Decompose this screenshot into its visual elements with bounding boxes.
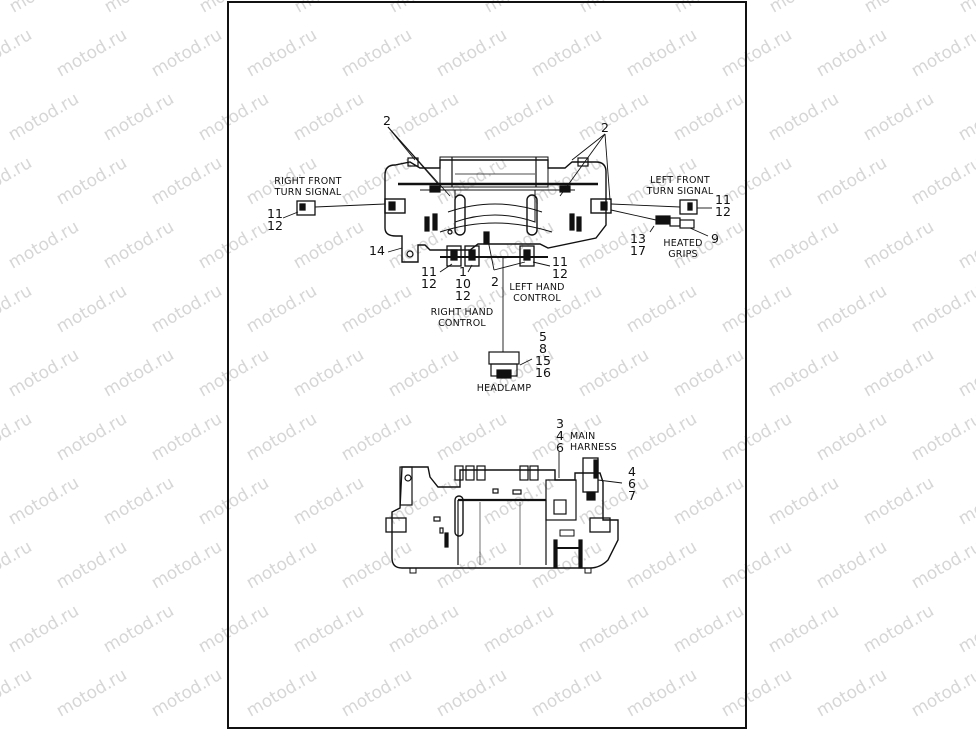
right-hand-control-center-callouts: 1 10 12 [455, 264, 471, 303]
heated-grips-caption: HEATED GRIPS [663, 238, 703, 260]
lower-leader-lines [558, 452, 623, 484]
lower-harness-assembly [385, 457, 619, 574]
callout-2-center: 2 [491, 274, 499, 289]
callout-2-top-right: 2 [601, 120, 609, 135]
right-turn-signal-art [296, 200, 316, 216]
heated-grips-callouts: 13 17 [630, 231, 646, 258]
left-hand-control-caption: LEFT HAND CONTROL [509, 282, 565, 304]
heated-grips-art [655, 215, 695, 229]
headlamp-art [488, 351, 520, 379]
right-front-turn-signal-caption: RIGHT FRONT TURN SIGNAL [274, 176, 342, 198]
headlamp-callouts: 5 8 15 16 [535, 329, 551, 380]
diagram-frame [227, 1, 747, 729]
right-hand-control-caption: RIGHT HAND CONTROL [430, 307, 494, 329]
callout-2-top-left: 2 [383, 113, 391, 128]
left-front-turn-signal-caption: LEFT FRONT TURN SIGNAL [646, 175, 714, 197]
right-hand-control-left-callouts: 11 12 [421, 264, 437, 291]
left-turn-signal-art [679, 199, 698, 215]
right-connector-callouts: 4 6 7 [628, 464, 636, 503]
upper-leader-lines [282, 126, 712, 366]
upper-fairing-assembly [384, 156, 612, 267]
main-harness-caption: MAIN HARNESS [570, 431, 617, 453]
main-harness-callouts: 3 4 6 [556, 416, 564, 455]
left-hand-control-callouts: 11 12 [552, 254, 568, 281]
headlamp-caption: HEADLAMP [476, 383, 532, 394]
callout-9-heated-grips: 9 [711, 231, 719, 246]
right-turn-signal-callouts: 11 12 [267, 206, 283, 233]
callout-14-bracket: 14 [369, 243, 385, 258]
left-turn-signal-callouts: 11 12 [715, 192, 731, 219]
